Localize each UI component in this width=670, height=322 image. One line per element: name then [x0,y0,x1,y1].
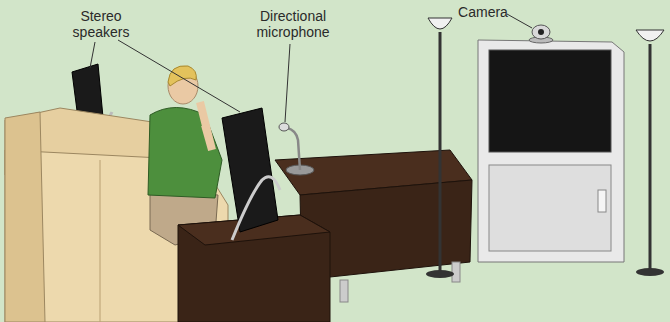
camera [532,25,550,39]
cabinet-handle [598,190,606,212]
camera-lens [538,29,544,35]
floor-lamp [636,30,664,276]
leader-line [118,40,240,112]
speaker-stand [232,177,280,240]
tv-screen [489,50,611,152]
cabinet-panel [489,165,611,251]
couch-seam [100,160,101,322]
leader-line [507,14,532,28]
arm [200,102,212,150]
table-leg [452,262,460,282]
shirt [148,108,222,199]
table-leg [340,280,348,302]
part-label: Stereo speakers [66,8,136,40]
speaker [222,108,278,232]
floor-lamp [426,18,454,278]
mic-stand [287,128,300,170]
leader-line [90,42,95,68]
mic-head [279,123,289,131]
leader-line [285,44,290,122]
hair [168,66,196,86]
part-label: Directional microphone [243,8,343,40]
part-label: Camera [455,4,511,20]
couch-arm [5,112,45,322]
end-table [178,215,330,322]
tv-cabinet [478,40,624,262]
